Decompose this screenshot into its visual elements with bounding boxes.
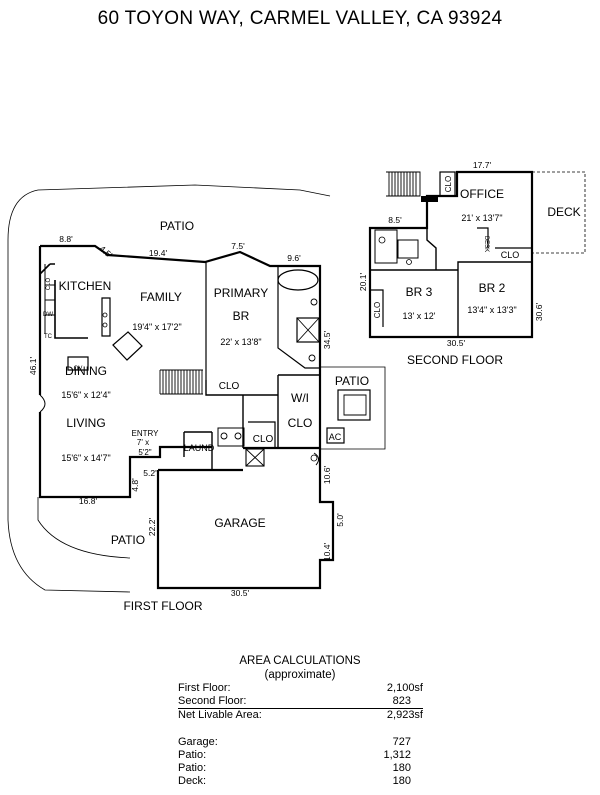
patio-bottom-label: PATIO bbox=[111, 533, 145, 547]
living-dim: 15'6" x 14'7" bbox=[61, 453, 110, 463]
dim-34-5: 34.5' bbox=[322, 331, 332, 350]
office-label: OFFICE bbox=[460, 187, 504, 201]
desk-label: DESK bbox=[483, 236, 489, 252]
patio-right-label: PATIO bbox=[335, 374, 369, 388]
page-title: 60 TOYON WAY, CARMEL VALLEY, CA 93924 bbox=[97, 8, 503, 29]
family-label: FAMILY bbox=[140, 290, 182, 304]
area-row-value: 1,312 bbox=[383, 749, 411, 761]
area-row-value: 180 bbox=[392, 762, 411, 774]
family-dim: 19'4" x 17'2" bbox=[132, 322, 181, 332]
br3-label: BR 3 bbox=[406, 285, 433, 299]
patio-outline bbox=[7, 184, 331, 593]
dim-7-5: 7.5' bbox=[231, 241, 245, 251]
area-row-label: Deck: bbox=[178, 775, 207, 787]
br3-dim: 13' x 12' bbox=[403, 311, 436, 321]
closet-label-2: CLO bbox=[253, 434, 274, 445]
area-row-value: 823 bbox=[392, 695, 411, 707]
second-floor-label: SECOND FLOOR bbox=[407, 353, 503, 367]
primary-dim: 22' x 13'8" bbox=[220, 337, 261, 347]
oven-label: OV bbox=[74, 366, 83, 372]
primary-br-label: BR bbox=[233, 309, 250, 323]
patio-top-label: PATIO bbox=[160, 219, 194, 233]
dim-16-8: 16.8' bbox=[79, 496, 98, 506]
area-row-label: Garage: bbox=[178, 736, 218, 748]
second-floor-walls bbox=[368, 170, 534, 339]
area-row-label: Patio: bbox=[178, 749, 207, 761]
area-row-value: 727 bbox=[392, 736, 411, 748]
primary-label: PRIMARY bbox=[214, 286, 268, 300]
first-floor-walls bbox=[38, 244, 335, 590]
dim-19-4: 19.4' bbox=[149, 248, 168, 258]
area-row-value: 2,923sf bbox=[386, 709, 423, 721]
dining-dim: 15'6" x 12'4" bbox=[61, 390, 110, 400]
dim-4-5: 4.5' bbox=[98, 244, 115, 261]
dim-46-1: 46.1' bbox=[28, 357, 38, 376]
dim-17-7: 17.7' bbox=[473, 160, 492, 170]
area-row-label: Patio: bbox=[178, 762, 207, 774]
area-row-label: Second Floor: bbox=[178, 695, 247, 707]
living-label: LIVING bbox=[66, 416, 105, 430]
entry-dim-2: 5'2" bbox=[138, 448, 151, 457]
patio-bottom-outline bbox=[37, 497, 131, 559]
patio-right-outline bbox=[320, 366, 386, 450]
first-floor-label: FIRST FLOOR bbox=[123, 599, 202, 613]
area-row-label: First Floor: bbox=[178, 682, 231, 694]
dining-label: DINING bbox=[65, 364, 107, 378]
entry-dim-1: 7' x bbox=[137, 438, 149, 447]
stair-closet-label: CLO bbox=[444, 176, 453, 192]
closet-label-1: CLO bbox=[219, 381, 240, 392]
walk-in-closet-label: CLO bbox=[288, 416, 313, 430]
deck-label: DECK bbox=[547, 205, 580, 219]
area-heading: AREA CALCULATIONS bbox=[239, 655, 361, 667]
area-row-value: 2,100sf bbox=[386, 682, 423, 694]
dim-30-5-second: 30.5' bbox=[447, 338, 466, 348]
dim-10-4: 10.4' bbox=[322, 543, 332, 562]
br2-dim: 13'4" x 13'3" bbox=[467, 305, 516, 315]
tc-label: TC bbox=[44, 334, 53, 340]
dim-9-6: 9.6' bbox=[287, 253, 301, 263]
office-dim: 21' x 13'7" bbox=[461, 213, 502, 223]
br2-closet-label: CLO bbox=[501, 250, 520, 260]
deck-outline bbox=[532, 171, 586, 254]
dim-20-1: 20.1' bbox=[358, 273, 368, 292]
dw-label: DW bbox=[43, 312, 53, 318]
floor-plan: PATIO KITCHEN FAMILY 19'4" x 17'2" PRIMA… bbox=[7, 160, 586, 613]
area-row-label: Net Livable Area: bbox=[178, 709, 262, 721]
dim-8-8: 8.8' bbox=[59, 234, 73, 244]
br2-label: BR 2 bbox=[479, 281, 506, 295]
dim-4-8: 4.8' bbox=[130, 478, 140, 492]
laundry-label: LAUND bbox=[184, 443, 215, 453]
dim-22-2: 22.2' bbox=[147, 518, 157, 537]
ac-label: AC bbox=[329, 432, 342, 442]
dim-5-2: 5.2' bbox=[143, 468, 157, 478]
dim-10-6: 10.6' bbox=[322, 466, 332, 485]
area-row-value: 180 bbox=[392, 775, 411, 787]
subtotal-underline bbox=[178, 708, 423, 709]
area-subheading: (approximate) bbox=[264, 669, 336, 681]
dim-30-6: 30.6' bbox=[534, 303, 544, 322]
kitchen-label: KITCHEN bbox=[59, 279, 112, 293]
walk-in-label: W/I bbox=[291, 391, 309, 405]
entry-label: ENTRY bbox=[132, 429, 160, 438]
dim-30-5-first: 30.5' bbox=[231, 588, 250, 598]
kitchen-closet-label: CLO bbox=[46, 278, 52, 291]
br3-closet-label: CLO bbox=[373, 302, 382, 318]
dim-5-0: 5.0' bbox=[335, 513, 345, 527]
garage-label: GARAGE bbox=[214, 516, 265, 530]
dim-8-5: 8.5' bbox=[388, 215, 402, 225]
